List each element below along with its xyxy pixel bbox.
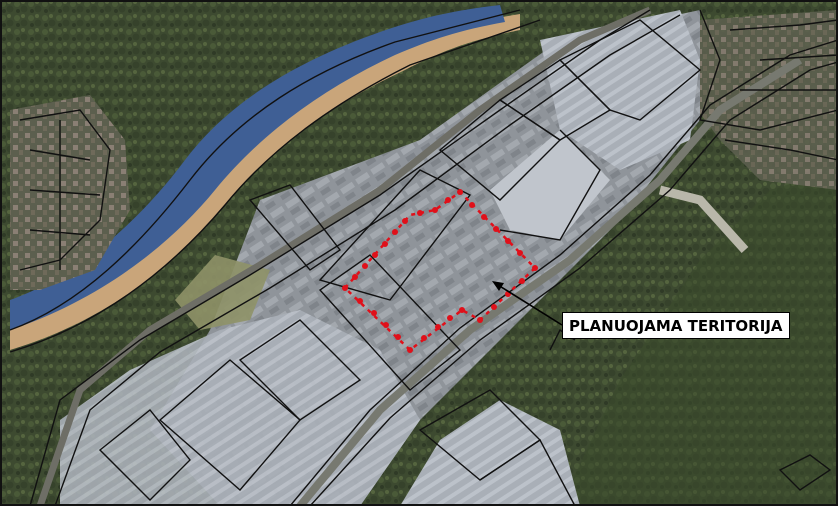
village-east	[690, 10, 838, 190]
river	[10, 5, 505, 330]
industrial-zone-southeast	[400, 400, 580, 506]
territory-label: PLANUOJAMA TERITORIJA	[562, 312, 790, 339]
railway	[36, 6, 652, 506]
river-bank	[10, 14, 520, 350]
main-road	[296, 56, 803, 506]
warehouse-roof	[490, 130, 610, 240]
bridge-road	[658, 185, 749, 254]
parcel-lines	[9, 9, 838, 506]
label-arrow	[492, 281, 563, 326]
planned-territory-boundary	[342, 189, 538, 353]
